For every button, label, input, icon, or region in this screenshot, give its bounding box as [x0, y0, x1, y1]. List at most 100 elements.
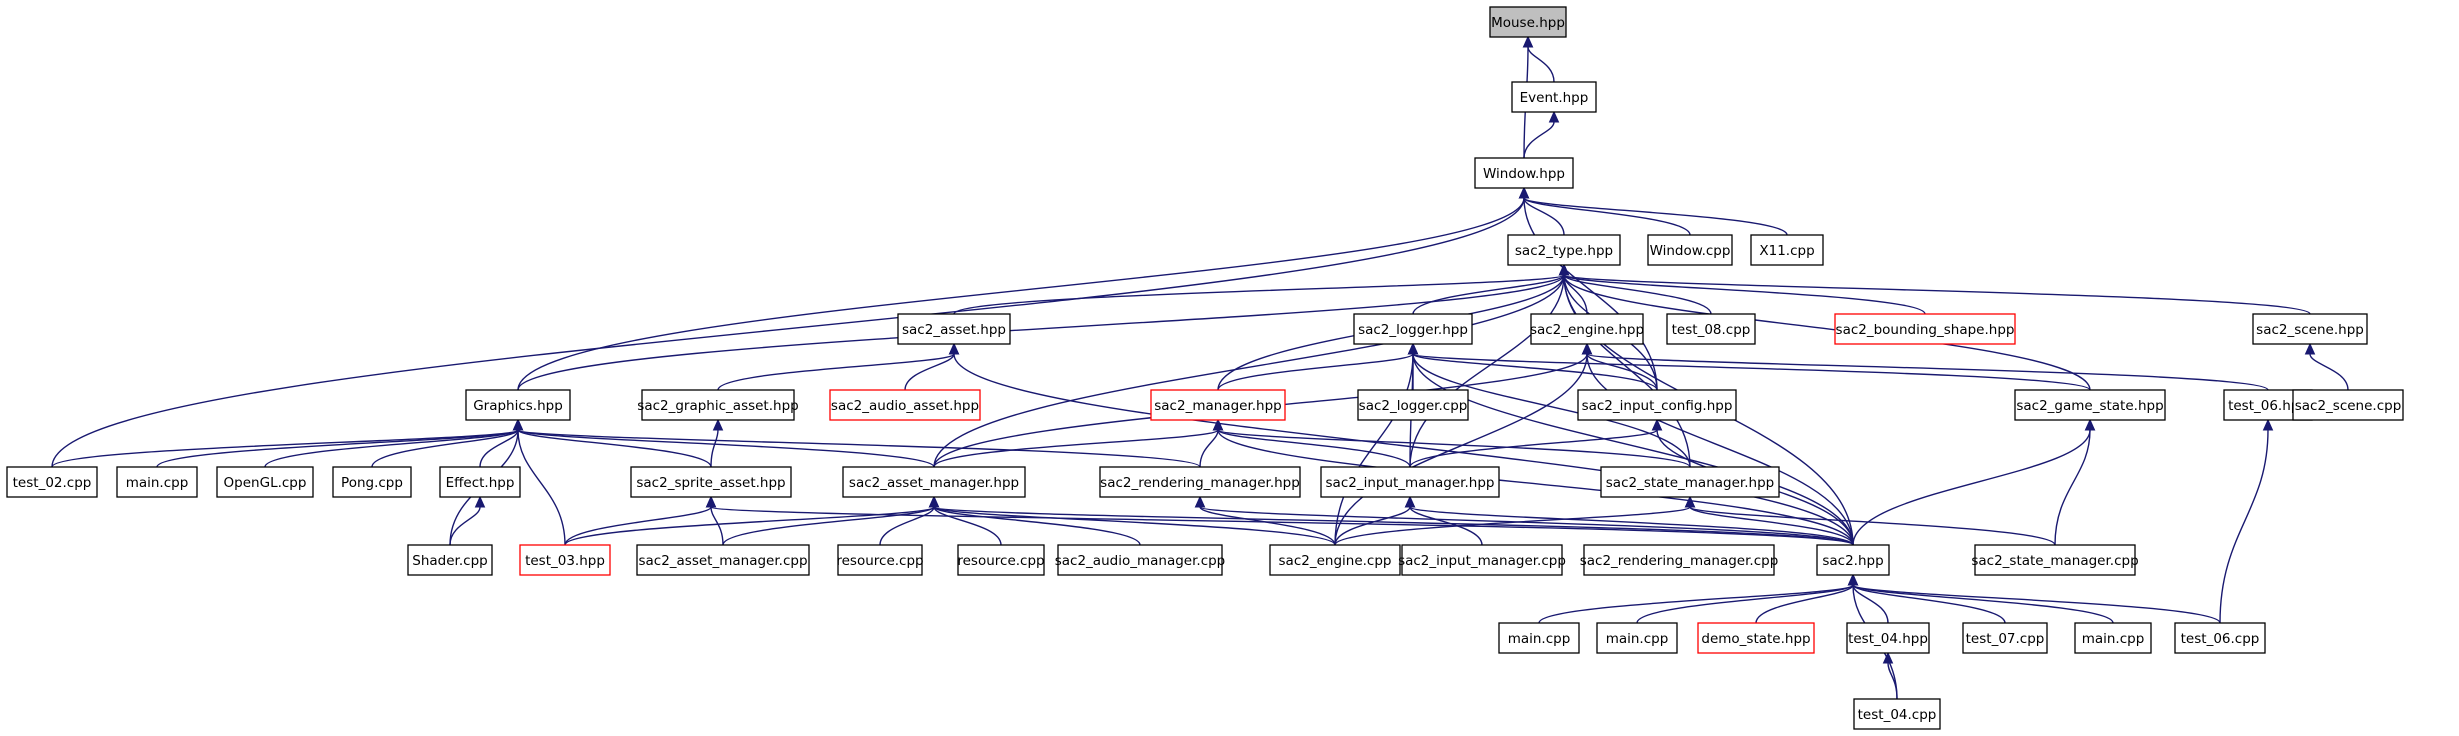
node-test-04-hpp[interactable]: test_04.hpp [1846, 622, 1930, 654]
edge-main-cpp-to-sac2-hpp [1636, 573, 1859, 624]
node-resource-cpp[interactable]: resource.cpp [957, 544, 1045, 576]
edge-sac2-logger-hpp-to-sac2-type-hpp [1412, 263, 1570, 315]
node-sac2-asset-hpp[interactable]: sac2_asset.hpp [897, 313, 1011, 345]
edge-sac2-hpp-to-sac2-input-manager-hpp [1404, 495, 1854, 546]
node-sac2-input-manager-cpp[interactable]: sac2_input_manager.cpp [1398, 544, 1566, 576]
edge-line [449, 506, 481, 546]
node-sac2-sprite-asset-hpp[interactable]: sac2_sprite_asset.hpp [630, 466, 792, 498]
edge-line [1852, 584, 2114, 624]
node-sac2-logger-hpp[interactable]: sac2_logger.hpp [1353, 313, 1473, 345]
node-sac2-logger-cpp[interactable]: sac2_logger.cpp [1357, 389, 1469, 421]
node-sac2-input-manager-hpp[interactable]: sac2_input_manager.hpp [1320, 466, 1500, 498]
node-box [216, 466, 314, 498]
node-sac2-input-config-hpp[interactable]: sac2_input_config.hpp [1577, 389, 1737, 421]
node-box [407, 544, 493, 576]
edge-line [710, 506, 1854, 546]
edge-line [1852, 429, 2091, 546]
edge-sac2-state-manager-cpp-to-sac2-state-manager-hpp [1684, 495, 2056, 546]
node-label: main.cpp [1606, 631, 1669, 647]
node-sac2-manager-hpp[interactable]: sac2_manager.hpp [1150, 389, 1286, 421]
node-resource-cpp[interactable]: resource.cpp [836, 544, 924, 576]
node-sac2-game-state-hpp[interactable]: sac2_game_state.hpp [2014, 389, 2166, 421]
node-main-cpp[interactable]: main.cpp [2074, 622, 2152, 654]
node-label: Event.hpp [1520, 90, 1589, 106]
edge-sac2-hpp-to-sac2-asset-manager-hpp [928, 495, 1854, 546]
edge-line [517, 197, 1525, 391]
edge-line [517, 274, 1565, 391]
node-sac2-state-manager-cpp[interactable]: sac2_state_manager.cpp [1971, 544, 2139, 576]
node-label: demo_state.hpp [1701, 631, 1810, 647]
node-x11-cpp[interactable]: X11.cpp [1750, 234, 1824, 266]
node-box [1401, 544, 1563, 576]
node-sac2-rendering-manager-hpp[interactable]: sac2_rendering_manager.hpp [1099, 466, 1301, 498]
edge-line [1199, 506, 1336, 546]
node-label: test_02.cpp [13, 475, 92, 491]
node-pong-cpp[interactable]: Pong.cpp [332, 466, 412, 498]
edge-line [933, 429, 1219, 468]
edge-line [1523, 197, 1565, 236]
node-sac2-bounding-shape-hpp[interactable]: sac2_bounding_shape.hpp [1834, 313, 2016, 345]
node-window-cpp[interactable]: Window.cpp [1647, 234, 1733, 266]
edge-sac2-scene-cpp-to-sac2-scene-hpp [2304, 342, 2349, 391]
edge-arrowhead [928, 495, 940, 508]
node-sac2-audio-asset-hpp[interactable]: sac2_audio_asset.hpp [829, 389, 981, 421]
node-test-04-cpp[interactable]: test_04.cpp [1853, 698, 1941, 730]
node-label: Shader.cpp [412, 553, 487, 569]
node-window-hpp[interactable]: Window.hpp [1474, 157, 1574, 189]
node-effect-hpp[interactable]: Effect.hpp [439, 466, 521, 498]
node-box [641, 389, 795, 421]
node-event-hpp[interactable]: Event.hpp [1511, 81, 1597, 113]
edge-line [1217, 429, 1854, 546]
node-sac2-scene-cpp[interactable]: sac2_scene.cpp [2292, 389, 2404, 421]
node-label: sac2_input_manager.hpp [1326, 475, 1495, 491]
edge-demo-state-hpp-to-sac2-hpp [1755, 573, 1859, 624]
node-main-cpp[interactable]: main.cpp [1596, 622, 1678, 654]
node-shader-cpp[interactable]: Shader.cpp [407, 544, 493, 576]
node-label: sac2_graphic_asset.hpp [637, 398, 798, 414]
edge-line [1586, 353, 1658, 391]
edge-sac2-engine-cpp-to-sac2-logger-hpp [1334, 342, 1419, 546]
edge-arrowhead [1558, 263, 1570, 276]
node-main-cpp[interactable]: main.cpp [1498, 622, 1580, 654]
node-sac2-hpp[interactable]: sac2.hpp [1816, 544, 1890, 576]
node-box [465, 389, 571, 421]
edge-line [1523, 197, 1788, 236]
node-graphics-hpp[interactable]: Graphics.hpp [465, 389, 571, 421]
node-test-07-cpp[interactable]: test_07.cpp [1962, 622, 2048, 654]
node-sac2-type-hpp[interactable]: sac2_type.hpp [1507, 234, 1621, 266]
node-demo-state-hpp[interactable]: demo_state.hpp [1697, 622, 1815, 654]
node-sac2-engine-cpp[interactable]: sac2_engine.cpp [1269, 544, 1401, 576]
node-sac2-scene-hpp[interactable]: sac2_scene.hpp [2252, 313, 2368, 345]
node-sac2-graphic-asset-hpp[interactable]: sac2_graphic_asset.hpp [637, 389, 799, 421]
node-mouse-hpp[interactable]: Mouse.hpp [1489, 6, 1567, 38]
edge-line [371, 429, 519, 468]
node-label: Effect.hpp [446, 475, 515, 491]
node-main-cpp[interactable]: main.cpp [116, 466, 198, 498]
node-test-06-cpp[interactable]: test_06.cpp [2174, 622, 2266, 654]
node-sac2-asset-manager-cpp[interactable]: sac2_asset_manager.cpp [636, 544, 810, 576]
edge-line [1586, 353, 1854, 546]
edge-line [953, 274, 1565, 315]
node-sac2-rendering-manager-cpp[interactable]: sac2_rendering_manager.cpp [1580, 544, 1779, 576]
node-sac2-state-manager-hpp[interactable]: sac2_state_manager.hpp [1600, 466, 1780, 498]
edge-line [933, 506, 1854, 546]
edge-line [2219, 429, 2269, 624]
edge-test-04-cpp-to-test-04-hpp [1882, 651, 1898, 700]
node-test-02-cpp[interactable]: test_02.cpp [6, 466, 98, 498]
node-box [1150, 389, 1286, 421]
node-sac2-audio-manager-cpp[interactable]: sac2_audio_manager.cpp [1055, 544, 1226, 576]
node-box [332, 466, 412, 498]
edge-arrowhead [1581, 342, 1593, 355]
node-sac2-engine-hpp[interactable]: sac2_engine.hpp [1530, 313, 1644, 345]
node-opengl-cpp[interactable]: OpenGL.cpp [216, 466, 314, 498]
node-box [1320, 466, 1500, 498]
edge-test-06-cpp-to-test-06-hpp [2219, 418, 2274, 624]
node-sac2-asset-manager-hpp[interactable]: sac2_asset_manager.hpp [842, 466, 1026, 498]
node-test-03-hpp[interactable]: test_03.hpp [519, 544, 611, 576]
edge-line [710, 506, 724, 546]
node-box [1353, 313, 1473, 345]
node-label: sac2.hpp [1822, 553, 1883, 569]
edge-line [1412, 353, 1691, 468]
edge-line [1409, 274, 1565, 468]
node-test-08-cpp[interactable]: test_08.cpp [1666, 313, 1756, 345]
